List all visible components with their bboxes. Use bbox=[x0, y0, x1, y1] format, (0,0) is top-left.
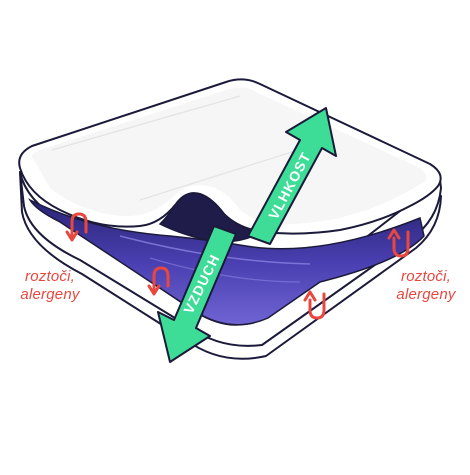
label-line-1: roztoči, bbox=[25, 268, 75, 285]
u-turn-arrow-icon bbox=[147, 266, 170, 296]
foam-core bbox=[28, 198, 425, 326]
u-turn-arrow-icon bbox=[303, 290, 326, 320]
label-line-2: alergeny bbox=[396, 286, 456, 303]
label-mites-allergens-left: roztoči, alergeny bbox=[12, 268, 88, 304]
mattress-bottom-edge bbox=[19, 171, 442, 360]
label-line-2: alergeny bbox=[20, 286, 80, 303]
straight-arrow-icon bbox=[247, 107, 337, 245]
u-turn-arrow-icon bbox=[387, 228, 410, 258]
u-turn-arrow-icon bbox=[65, 212, 88, 242]
top-cover-shade bbox=[32, 87, 427, 225]
straight-arrow-icon bbox=[157, 225, 237, 363]
label-mites-allergens-right: roztoči, alergeny bbox=[388, 268, 464, 304]
label-line-1: roztoči, bbox=[401, 268, 451, 285]
foam-layer-line-2 bbox=[149, 257, 301, 283]
